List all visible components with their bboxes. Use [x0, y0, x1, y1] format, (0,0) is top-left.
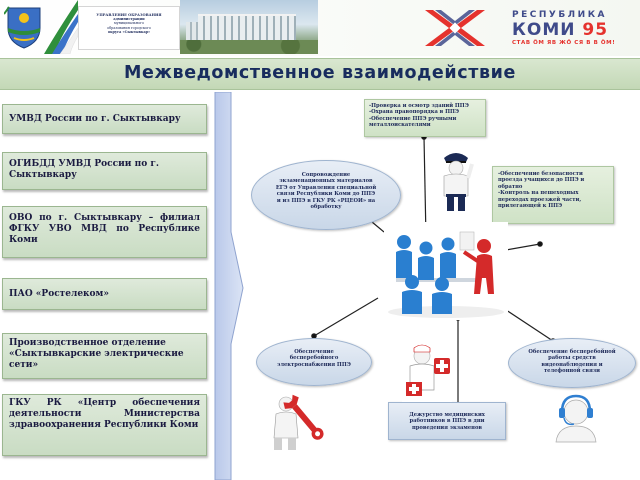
komi-label: КОМИ 95 — [512, 20, 608, 40]
callout-road-safety: -Обеспечение безопасности проезда учащих… — [492, 166, 614, 224]
callout-medical-duty: Дежурство медицинских работников в ППЭ в… — [388, 402, 506, 440]
agency-electric-networks: Производственное отделение «Сыктывкарски… — [2, 333, 207, 379]
komi-number: 95 — [582, 20, 609, 40]
agency-ogibdd: ОГИБДД УМВД России по г. Сыктывкару — [2, 152, 207, 190]
title-band: Межведомственное взаимодействие — [0, 58, 640, 90]
doctor-icon — [402, 342, 452, 402]
komi-slogan: СТАВ ӦМ ЯВ ЖӦ СЯ В В ӦМ! — [512, 40, 616, 46]
agency-umvd: УМВД России по г. Сыктывкару — [2, 104, 207, 134]
komi-95-logo-icon — [425, 10, 485, 46]
page-title: Межведомственное взаимодействие — [124, 63, 516, 83]
admin-line-4: образования городского — [107, 25, 151, 30]
coat-of-arms-icon — [4, 6, 41, 49]
callout-exam-materials: Сопровождение экзаменационных материалов… — [251, 160, 401, 230]
header: УПРАВЛЕНИЕ ОБРАЗОВАНИЯ администрации мун… — [0, 0, 640, 56]
admin-info-box: УПРАВЛЕНИЕ ОБРАЗОВАНИЯ администрации мун… — [78, 6, 180, 50]
callout-inspection: -Проверка и осмотр зданий ППЭ -Охрана пр… — [364, 99, 486, 137]
headset-operator-icon — [546, 392, 606, 444]
big-arrow-icon — [214, 92, 244, 480]
admin-line-5: округа «Сыктывкар» — [107, 29, 151, 34]
ribbon-decoration-icon — [44, 0, 78, 54]
wrench-repair-icon — [264, 392, 326, 452]
republic-label: РЕСПУБЛИКА — [512, 10, 608, 20]
admin-line-3: муниципального — [114, 21, 144, 26]
callout-electricity: Обеспечение бесперебойного электроснабже… — [256, 338, 372, 386]
meeting-figures-icon — [384, 222, 508, 320]
agency-ovo: ОВО по г. Сыктывкару – филиал ФГКУ УВО М… — [2, 206, 207, 258]
komi-word: КОМИ — [512, 20, 576, 40]
police-officer-icon — [438, 146, 474, 212]
agency-rostelecom: ПАО «Ростелеком» — [2, 278, 207, 310]
admin-line-1: УПРАВЛЕНИЕ ОБРАЗОВАНИЯ — [96, 13, 162, 17]
callout-video-surveillance: Обеспечение бесперебойной работы средств… — [508, 338, 636, 388]
agency-health-center: ГКУ РК «Центр обеспечения деятельности М… — [2, 394, 207, 456]
admin-line-2: администрации — [113, 17, 145, 22]
school-building-photo — [180, 0, 318, 54]
